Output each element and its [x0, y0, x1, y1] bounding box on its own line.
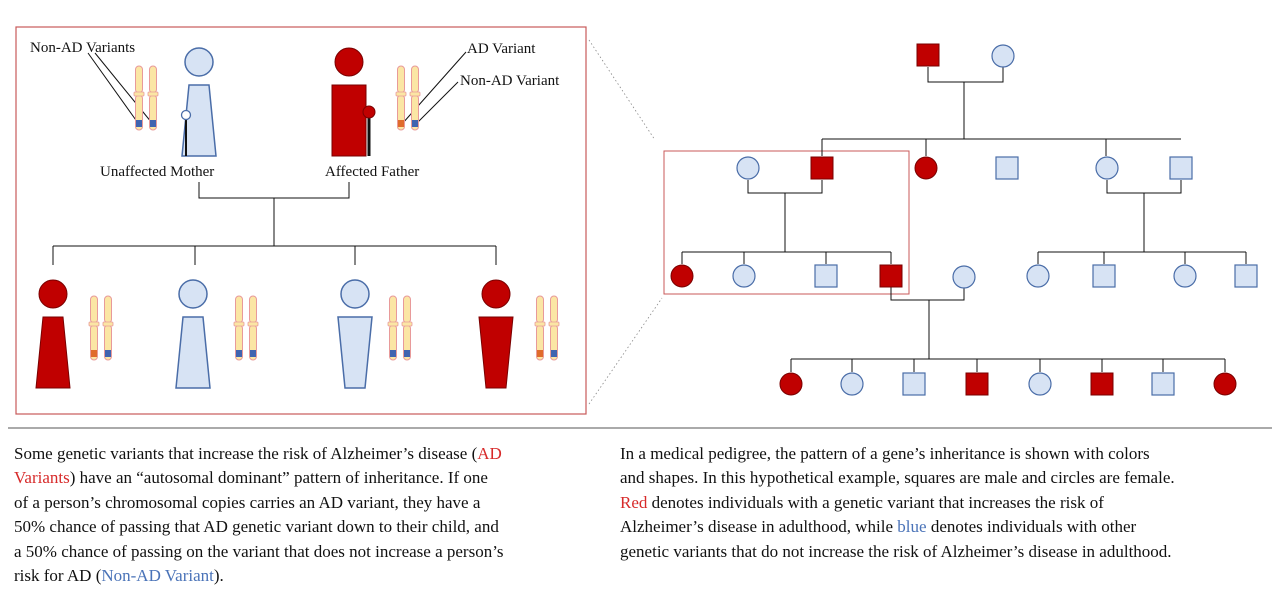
label-ad-variant: AD Variant	[467, 41, 536, 57]
label-non-ad-variants: Non-AD Variants	[30, 40, 135, 56]
g2-son-affected-male	[810, 156, 834, 180]
g2-son-unaffected-male	[995, 156, 1019, 180]
g4-affected-male-2	[1090, 372, 1114, 396]
label-unaffected-mother: Unaffected Mother	[100, 164, 214, 180]
pedigree-lines	[681, 67, 1247, 372]
g1-father-affected-male	[916, 43, 940, 67]
non-ad-variant-term: Non-AD Variant	[101, 566, 214, 586]
g4-affected-male-1	[965, 372, 989, 396]
g3-c-unaffected-male-1	[1092, 264, 1116, 288]
g3-c-unaffected-male-2	[1234, 264, 1258, 288]
g2-daughter-affected-female	[914, 156, 938, 180]
g2-spouse-unaffected-male	[1169, 156, 1193, 180]
left-panel-frame	[15, 26, 587, 415]
g4-unaffected-female-1	[840, 372, 864, 396]
right-caption: In a medical pedigree, the pattern of a …	[620, 444, 1175, 561]
g2-daughter-unaffected-female	[1095, 156, 1119, 180]
ad-variants-term: AD	[477, 444, 502, 463]
g4-unaffected-female-2	[1028, 372, 1052, 396]
annotation-leaders	[87, 51, 467, 125]
g3-affected-female	[670, 264, 694, 288]
zoom-line-top	[588, 39, 656, 141]
child-4-affected	[478, 279, 560, 389]
label-non-ad-variant: Non-AD Variant	[460, 73, 560, 89]
g4-unaffected-male-2	[1151, 372, 1175, 396]
father-chromosomes	[395, 65, 421, 131]
g3-spouse-unaffected-female	[952, 265, 976, 289]
g3-unaffected-female	[732, 264, 756, 288]
ad-variants-term-cont: Variants	[14, 468, 70, 488]
blue-term: blue	[897, 517, 927, 537]
left-caption: Some genetic variants that increase the …	[14, 444, 504, 586]
child-2-unaffected	[175, 279, 259, 389]
father-figure	[331, 47, 376, 157]
g4-affected-female-2	[1213, 372, 1237, 396]
pedigree-figure: Non-AD Variants AD Variant Non-AD Varian…	[8, 26, 1272, 429]
mother-figure	[180, 47, 217, 157]
label-affected-father: Affected Father	[325, 164, 419, 180]
left-family-lines	[52, 182, 497, 265]
g3-unaffected-male	[814, 264, 838, 288]
pedigree-highlight-box	[663, 150, 910, 295]
child-3-unaffected	[337, 279, 413, 389]
g3-c-unaffected-female-2	[1173, 264, 1197, 288]
g1-mother-unaffected-female	[991, 44, 1015, 68]
g3-c-unaffected-female-1	[1026, 264, 1050, 288]
g4-unaffected-male-1	[902, 372, 926, 396]
g3-affected-male	[879, 264, 903, 288]
zoom-line-bottom	[588, 297, 663, 405]
red-term: Red	[620, 492, 648, 512]
g2-spouse-unaffected-female	[736, 156, 760, 180]
child-1-affected	[35, 279, 114, 389]
mother-chromosomes	[133, 65, 159, 131]
g4-affected-female-1	[779, 372, 803, 396]
